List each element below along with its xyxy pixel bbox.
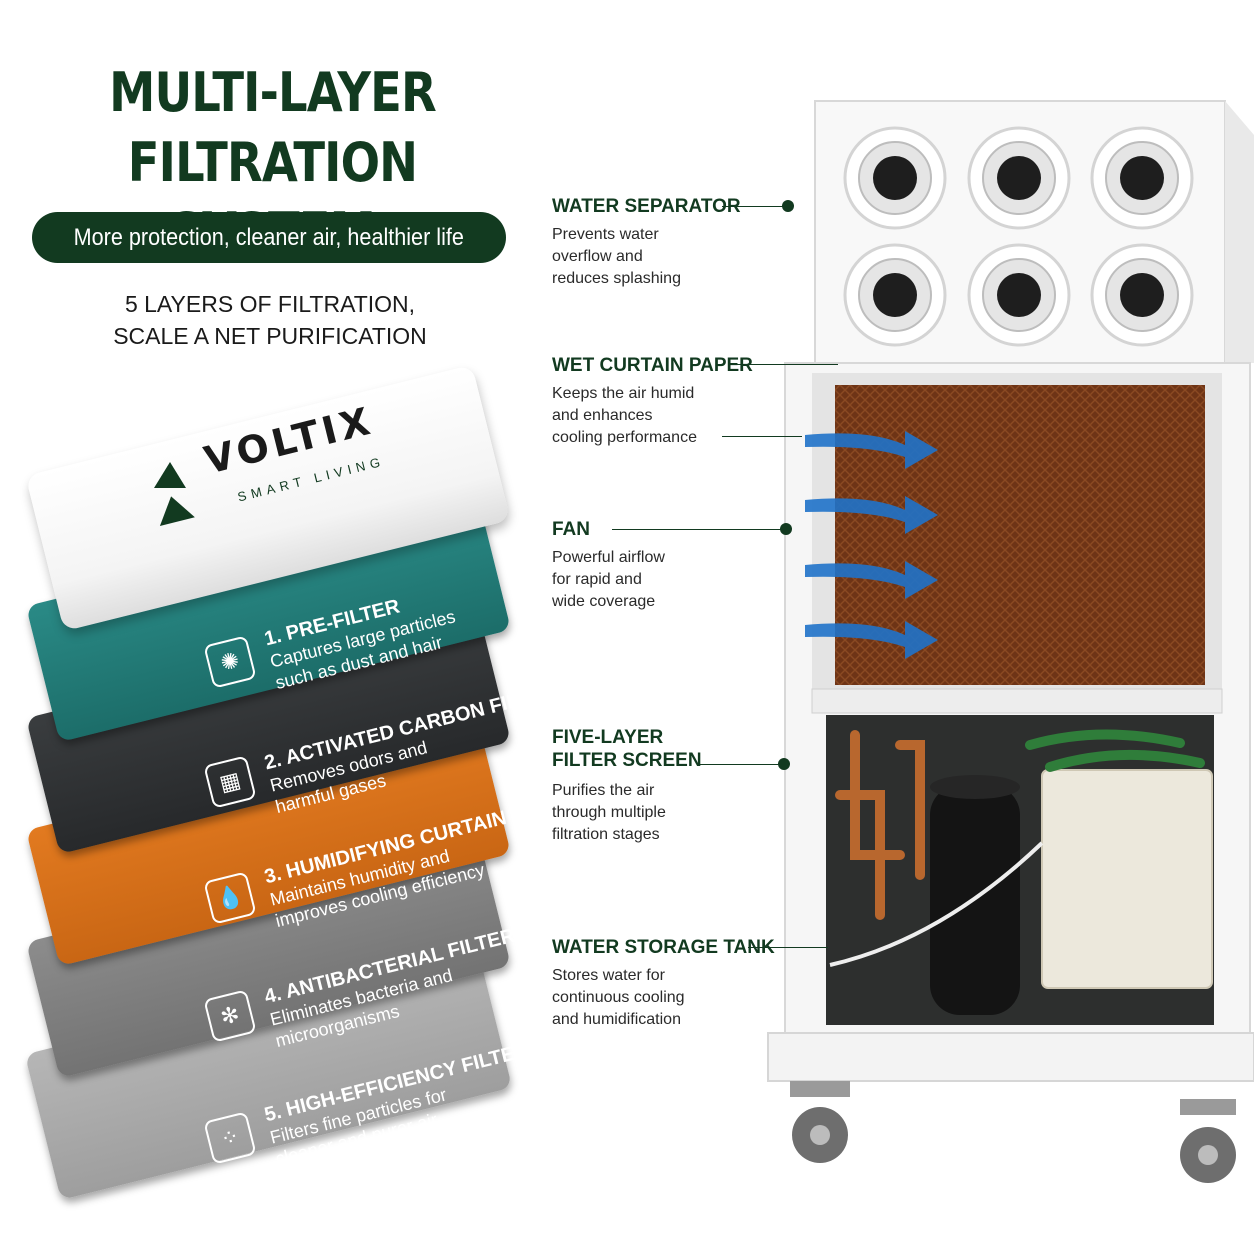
callout-2-leader-b bbox=[722, 436, 802, 437]
callout-1-line-3: reduces splashing bbox=[552, 270, 681, 287]
tagline-text: More protection, cleaner air, healthier … bbox=[73, 223, 465, 251]
water-separator-grid bbox=[843, 126, 1194, 347]
callout-5-line-2: continuous cooling bbox=[552, 989, 685, 1006]
callout-water-tank: WATER STORAGE TANK Stores water for cont… bbox=[552, 936, 775, 1031]
subtitle-line-2: SCALE A NET PURIFICATION bbox=[113, 323, 427, 349]
callout-3-dot bbox=[780, 523, 792, 535]
callout-2-title: WET CURTAIN PAPER bbox=[552, 355, 753, 376]
callout-3-leader bbox=[612, 529, 784, 530]
tagline-pill: More protection, cleaner air, healthier … bbox=[32, 212, 506, 263]
air-cooler-machine bbox=[767, 100, 1254, 1183]
callout-3-line-2: for rapid and bbox=[552, 571, 642, 588]
callout-1-line-2: overflow and bbox=[552, 248, 643, 265]
callout-five-layer-screen: FIVE-LAYER FILTER SCREEN Purifies the ai… bbox=[552, 726, 752, 846]
callout-2-line-3: cooling performance bbox=[552, 429, 697, 446]
callout-3-line-1: Powerful airflow bbox=[552, 549, 665, 566]
callout-4-leader bbox=[700, 764, 782, 765]
callout-4-title-1: FIVE-LAYER bbox=[552, 727, 664, 748]
callout-5-line-1: Stores water for bbox=[552, 967, 665, 984]
caster-wheels bbox=[790, 1081, 1236, 1183]
callout-fan: FAN Powerful airflow for rapid and wide … bbox=[552, 518, 752, 613]
callout-4-line-2: through multiple bbox=[552, 804, 666, 821]
airflow-arrows bbox=[805, 431, 938, 659]
callout-5-line-3: and humidification bbox=[552, 1011, 681, 1028]
callout-2-line-2: and enhances bbox=[552, 407, 653, 424]
subtitle: 5 LAYERS OF FILTRATION, SCALE A NET PURI… bbox=[60, 288, 480, 352]
callout-wet-curtain: WET CURTAIN PAPER Keeps the air humid an… bbox=[552, 354, 753, 449]
callout-4-line-1: Purifies the air bbox=[552, 782, 655, 799]
title-line-1: MULTI-LAYER bbox=[109, 61, 437, 124]
brand-logo-icon bbox=[154, 462, 195, 526]
callout-1-line-1: Prevents water bbox=[552, 226, 659, 243]
callout-1-title: WATER SEPARATOR bbox=[552, 196, 741, 217]
callout-4-line-3: filtration stages bbox=[552, 826, 660, 843]
callout-5-title: WATER STORAGE TANK bbox=[552, 937, 775, 958]
callout-4-title-2: FILTER SCREEN bbox=[552, 750, 702, 771]
callout-5-leader bbox=[748, 947, 828, 948]
callout-1-leader bbox=[722, 206, 786, 207]
callout-3-line-3: wide coverage bbox=[552, 593, 656, 610]
callout-3-title: FAN bbox=[552, 519, 590, 540]
subtitle-line-1: 5 LAYERS OF FILTRATION, bbox=[124, 291, 416, 317]
callout-2-line-1: Keeps the air humid bbox=[552, 385, 695, 402]
callout-water-separator: WATER SEPARATOR Prevents water overflow … bbox=[552, 195, 752, 290]
callout-1-dot bbox=[782, 200, 794, 212]
callout-2-leader bbox=[728, 364, 838, 365]
callout-4-dot bbox=[778, 758, 790, 770]
